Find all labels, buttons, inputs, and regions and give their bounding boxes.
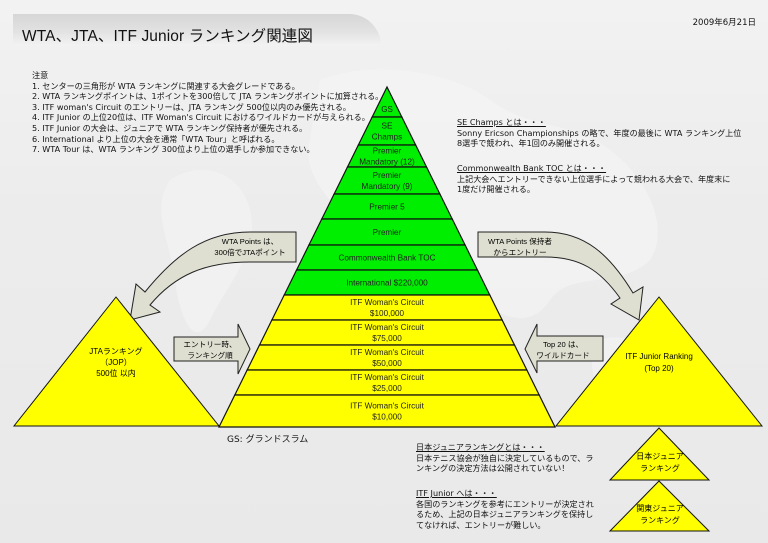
explanation-line: ンキングの決定方法は公開されていない！ xyxy=(416,463,570,474)
arrow-label: WTA Points 保持者 xyxy=(488,236,552,246)
note-item: 6. International より上位の大会を通常「WTA Tour」と呼ば… xyxy=(32,133,280,144)
se-champs-explanation: SE Champs とは・・・ Sonny Ericson Championsh… xyxy=(457,117,741,149)
triangle-label: JTAランキング xyxy=(89,346,142,356)
triangle-label: 500位 以内 xyxy=(96,368,136,378)
pyramid-tier-label: Premier 5 xyxy=(369,203,405,212)
note-item: 2. WTA ランキングポイントは、1ポイントを300倍して JTA ランキング… xyxy=(32,91,384,102)
note-item: 4. ITF Junior の上位20位は、ITF Woman's Circui… xyxy=(32,112,370,123)
pyramid-tier-label: Premier xyxy=(373,171,402,180)
arrow-label: エントリー時、 xyxy=(183,340,236,349)
arrow-jta-entry: エントリー時、 ランキング順 xyxy=(173,323,251,375)
explanation-heading: 日本ジュニアランキングとは・・・ xyxy=(416,442,545,452)
title-bar xyxy=(13,14,381,46)
explanation-line: るため、上記の日本ジュニアランキングを保持し xyxy=(416,509,594,520)
explanation-heading: Commonwealth Bank TOC とは・・・ xyxy=(457,163,607,173)
explanation-line: Sonny Ericson Championships の略で、年度の最後に W… xyxy=(457,127,742,138)
explanation-line: 8選手で競われ、年1回のみ開催される。 xyxy=(457,138,605,149)
date-label: 2009年6月21日 xyxy=(692,18,756,28)
note-item: 7. WTA Tour は、WTA ランキング 300位より上位の選手しか参加で… xyxy=(32,144,315,155)
pyramid-tier-label: Premier xyxy=(373,228,402,237)
gs-footnote: GS: グランドスラム xyxy=(227,435,309,445)
pyramid-tier-label: ITF Woman's Circuit xyxy=(350,323,424,332)
triangle-shape xyxy=(608,427,711,481)
pyramid-tier xyxy=(218,394,556,428)
note-item: 1. センターの三角形が WTA ランキングに関連する大会グレードである。 xyxy=(32,80,300,91)
pyramid-tier-label: GS xyxy=(381,105,393,114)
pyramid-tier-label: Champs xyxy=(372,133,403,142)
notes-heading: 注意 xyxy=(32,70,49,80)
block-arrow-right xyxy=(173,323,251,375)
pyramid-tier-label: $50,000 xyxy=(372,359,402,368)
explanation-heading: ITF Junior へは・・・ xyxy=(416,488,497,498)
triangle-label: ランキング xyxy=(640,463,680,473)
pyramid-tier-label: Mandatory (12) xyxy=(359,158,415,167)
explanation-line: 上記大会へエントリーできない上位選手によって競われる大会で、年度末に xyxy=(457,173,731,184)
triangle-label: 関東ジュニア xyxy=(636,503,683,513)
triangle-label: ITF Junior Ranking xyxy=(625,352,693,361)
pyramid-tier-label: SE xyxy=(382,122,393,131)
triangle-shape xyxy=(554,296,764,427)
page-title: WTA、JTA、ITF Junior ランキング関連図 xyxy=(22,28,313,45)
explanation-heading: SE Champs とは・・・ xyxy=(457,117,546,127)
notes-section: 注意 1. センターの三角形が WTA ランキングに関連する大会グレードである。… xyxy=(32,70,383,155)
arrow-label: Top 20 は、 xyxy=(543,340,583,349)
pyramid-tier-label: ITF Woman's Circuit xyxy=(350,402,424,411)
arrow-label: WTA Points は、 xyxy=(222,237,278,246)
arrow-top20-wildcard: Top 20 は、 ワイルドカード xyxy=(524,323,604,374)
triangle-label: 日本ジュニア xyxy=(636,451,683,461)
cb-toc-explanation: Commonwealth Bank TOC とは・・・ 上記大会へエントリーでき… xyxy=(457,163,730,195)
pyramid-tier-label: $25,000 xyxy=(372,384,402,393)
pyramid-tier-label: Commonwealth Bank TOC xyxy=(338,254,435,263)
triangle-label: ランキング xyxy=(640,515,680,525)
explanation-line: 1度だけ開催される。 xyxy=(457,184,535,195)
note-item: 5. ITF Junior の大会は、ジュニアで WTA ランキング保持者が優先… xyxy=(32,122,308,133)
triangle-label: （JOP） xyxy=(100,358,132,367)
block-arrow-left xyxy=(524,323,604,374)
explanation-line: てなければ、エントリーが難しい。 xyxy=(416,519,546,530)
arrow-label: ワイルドカード xyxy=(536,351,589,360)
triangle-shape xyxy=(12,296,221,427)
kanto-junior-ranking-triangle: 関東ジュニア ランキング xyxy=(608,480,711,532)
arrow-label: からエントリー xyxy=(493,248,546,257)
triangle-shape xyxy=(608,480,711,532)
pyramid-tier-label: $10,000 xyxy=(372,413,402,422)
itf-junior-ranking-triangle: ITF Junior Ranking (Top 20) xyxy=(554,296,764,427)
pyramid-tier-label: International $220,000 xyxy=(346,279,428,288)
arrow-label: ランキング順 xyxy=(187,350,233,360)
pyramid-tier-label: Mandatory (9) xyxy=(362,182,413,191)
explanation-line: 各国のランキングを参考にエントリーが決定され xyxy=(416,498,594,509)
arrow-wta-to-jta: WTA Points は、 300倍でJTAポイント xyxy=(129,231,297,321)
pyramid-tier-label: $75,000 xyxy=(372,334,402,343)
japan-junior-explanation: 日本ジュニアランキングとは・・・ 日本テニス協会が独自に決定しているもので、ラ … xyxy=(416,442,594,474)
arrow-wta-to-itf-junior: WTA Points 保持者 からエントリー xyxy=(477,231,644,321)
pyramid-tier-label: Premier xyxy=(373,147,402,156)
arrow-label: 300倍でJTAポイント xyxy=(214,247,285,257)
note-item: 3. ITF woman's Circuit のエントリーは、JTA ランキング… xyxy=(32,101,351,112)
curved-arrow-right xyxy=(477,231,644,321)
pyramid-tier-label: ITF Woman's Circuit xyxy=(350,298,424,307)
triangle-label: (Top 20) xyxy=(644,364,674,373)
pyramid-tier-label: ITF Woman's Circuit xyxy=(350,373,424,382)
pyramid-tier-label: ITF Woman's Circuit xyxy=(350,348,424,357)
explanation-line: 日本テニス協会が独自に決定しているもので、ラ xyxy=(416,452,594,463)
japan-junior-ranking-triangle: 日本ジュニア ランキング xyxy=(608,427,711,481)
jta-ranking-triangle: JTAランキング （JOP） 500位 以内 xyxy=(12,296,221,427)
pyramid-tier-label: $100,000 xyxy=(370,309,405,318)
itf-junior-explanation: ITF Junior へは・・・ 各国のランキングを参考にエントリーが決定され … xyxy=(416,488,594,530)
